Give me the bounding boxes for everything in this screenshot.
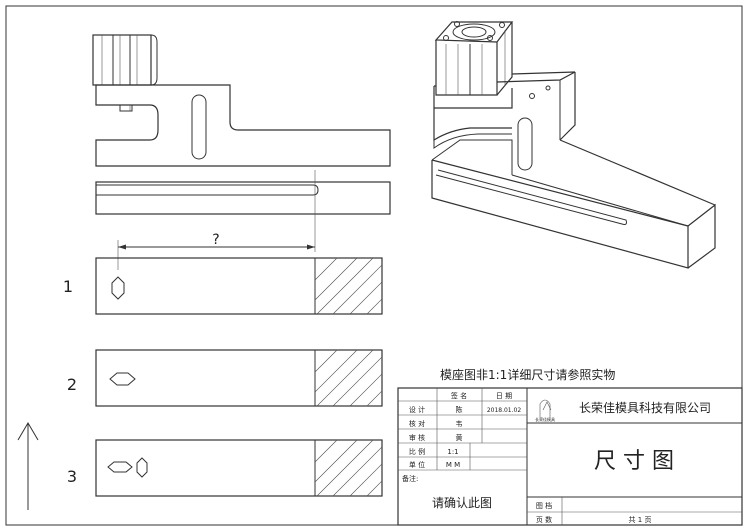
option-number-2: 2 xyxy=(67,375,77,394)
iso-horizontal-slot xyxy=(435,169,627,225)
front-body-outline xyxy=(95,84,391,167)
lower-bar xyxy=(95,181,391,215)
iso-vertical-slot xyxy=(517,117,533,171)
row-label: 审 核 xyxy=(409,433,425,442)
row-sign: 韦 xyxy=(456,420,463,428)
row-label: 核 对 xyxy=(409,419,425,428)
dimension-label: ? xyxy=(212,232,219,248)
option-number-3: 3 xyxy=(67,467,77,486)
vertical-slot xyxy=(191,94,207,160)
unit-value: M M xyxy=(446,461,460,469)
drawing-title: 尺 寸 图 xyxy=(594,449,674,474)
drawing-note: 模座图非1:1详细尺寸请参照实物 xyxy=(440,367,615,382)
option-3: 3 xyxy=(67,439,383,497)
scale-value: 1:1 xyxy=(447,448,458,456)
horizontal-slot xyxy=(96,184,319,196)
option-2-horizontal-hex-hole xyxy=(109,372,136,386)
option-3-plate xyxy=(95,439,383,497)
scale-label: 比 例 xyxy=(409,447,425,456)
row-date: 2018.01.02 xyxy=(487,407,522,414)
title-block: 签 名 日 期 设 计 陈 2018.01.02 核 对 韦 审 核 黄 比 例… xyxy=(397,387,743,526)
header-date: 日 期 xyxy=(496,392,512,400)
option-3-horizontal-hex-hole xyxy=(107,461,133,473)
remarks-label: 备注: xyxy=(402,474,418,483)
remarks-text: 请确认此图 xyxy=(432,496,492,510)
option-1: 1 xyxy=(63,257,383,315)
company-name: 长荣佳模具科技有限公司 xyxy=(579,401,711,415)
row-label: 设 计 xyxy=(409,405,425,414)
option-3-vertical-hex-hole xyxy=(136,457,148,478)
row-sign: 黄 xyxy=(456,433,463,442)
arrow-up-icon xyxy=(17,422,39,510)
front-view: ? xyxy=(92,34,391,270)
option-number-1: 1 xyxy=(63,277,73,296)
company-logo: 长荣佳模具 xyxy=(535,399,555,422)
page-value: 共 1 页 xyxy=(629,515,652,524)
header-sign: 签 名 xyxy=(451,391,467,400)
option-1-plate xyxy=(95,257,383,315)
page-label: 页 数 xyxy=(536,515,552,524)
drawing-border xyxy=(5,5,743,526)
option-2: 2 xyxy=(67,349,383,407)
option-1-vertical-hex-hole xyxy=(111,276,125,300)
option-2-plate xyxy=(95,349,383,407)
row-sign: 陈 xyxy=(456,405,463,414)
drawing-no-label: 图 档 xyxy=(536,501,552,510)
company-logo-text: 长荣佳模具 xyxy=(535,416,555,422)
isometric-view xyxy=(431,21,716,269)
unit-label: 单 位 xyxy=(409,460,425,469)
